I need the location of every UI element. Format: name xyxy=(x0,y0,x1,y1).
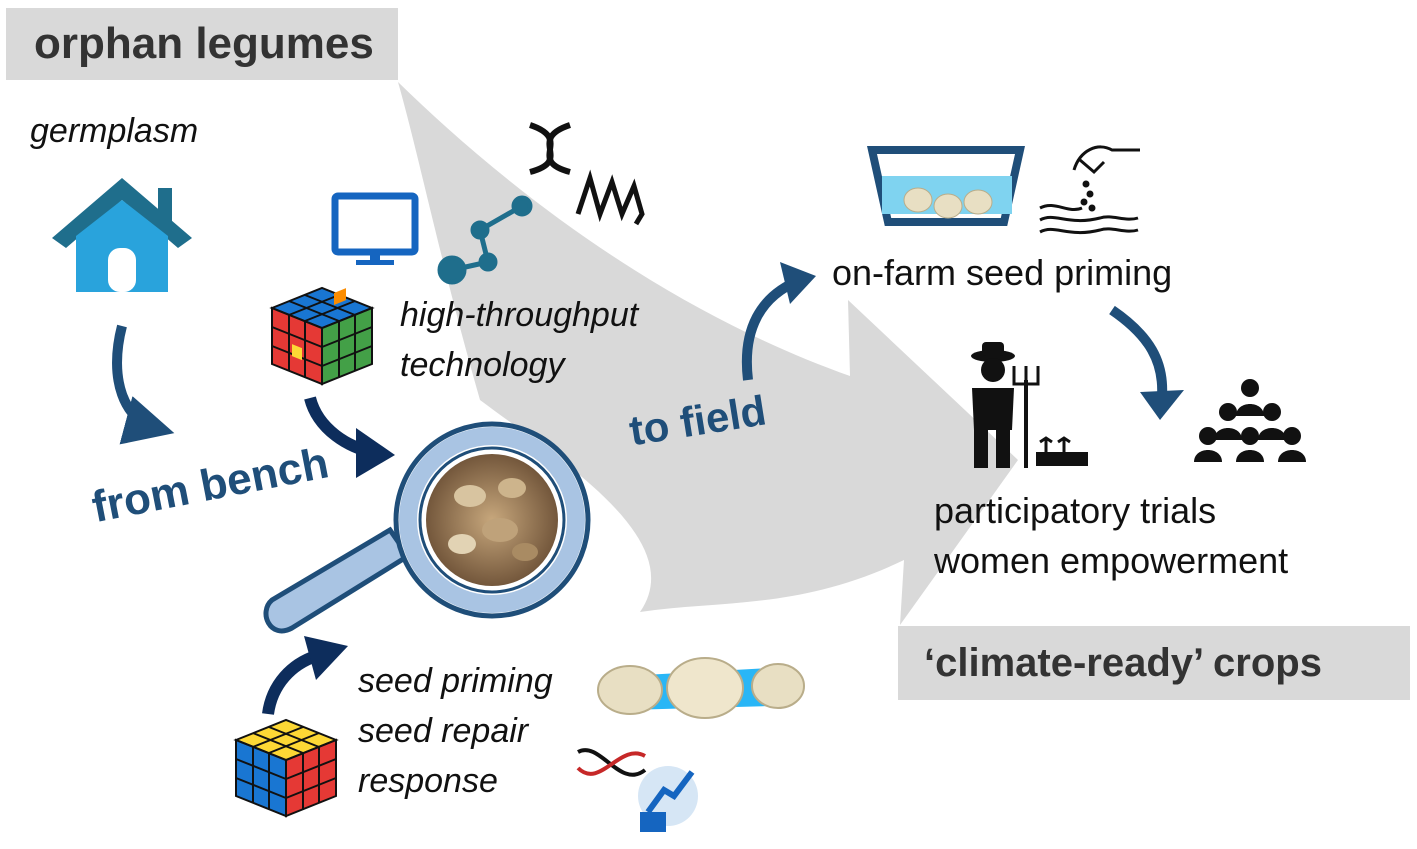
label-seed-priming: seed priming xyxy=(358,662,553,700)
label-on-farm-seed-priming: on-farm seed priming xyxy=(832,252,1173,293)
farmer-icon xyxy=(971,342,1088,468)
label-technology: technology xyxy=(400,346,565,384)
arrowhead-down-right xyxy=(1140,390,1184,420)
seed-bowl-icon xyxy=(867,146,1025,226)
house-icon xyxy=(52,178,192,292)
label-response: response xyxy=(358,762,498,800)
rubik-cube-icon-2 xyxy=(233,718,339,818)
arrow-bottom-cube-to-lens xyxy=(262,650,319,716)
label-seed-repair: seed repair xyxy=(358,712,529,750)
rubik-cube-icon xyxy=(269,286,375,386)
arrow-down-left xyxy=(112,324,175,445)
arrowhead-bottom-cube xyxy=(304,636,348,680)
arrow-down-right xyxy=(1109,305,1168,397)
title-box-orphan-legumes: orphan legumes xyxy=(6,8,398,80)
label-participatory-trials: participatory trials xyxy=(934,490,1217,531)
group-icon xyxy=(1194,379,1306,462)
wave-icon xyxy=(575,169,645,226)
sowing-hand-icon xyxy=(1039,145,1140,235)
monitor-icon xyxy=(331,192,419,265)
label-germplasm: germplasm xyxy=(30,112,199,150)
network-icon xyxy=(437,195,533,285)
dna-icon xyxy=(529,122,571,175)
title-orphan-legumes: orphan legumes xyxy=(34,19,374,68)
label-high-throughput: high-throughput xyxy=(400,296,639,334)
label-women-empowerment: women empowerment xyxy=(934,540,1289,581)
title-climate-ready: ‘climate-ready’ crops xyxy=(924,640,1322,685)
magnifier-icon xyxy=(263,421,591,634)
gray-flow-band xyxy=(398,82,1018,625)
title-box-climate-ready: ‘climate-ready’ crops xyxy=(898,626,1410,700)
arrowhead-cube-to-lens xyxy=(356,428,395,478)
seed-chain-icon xyxy=(597,657,805,719)
arrowhead-to-field xyxy=(780,262,816,304)
dna-repair-icon xyxy=(576,748,698,832)
